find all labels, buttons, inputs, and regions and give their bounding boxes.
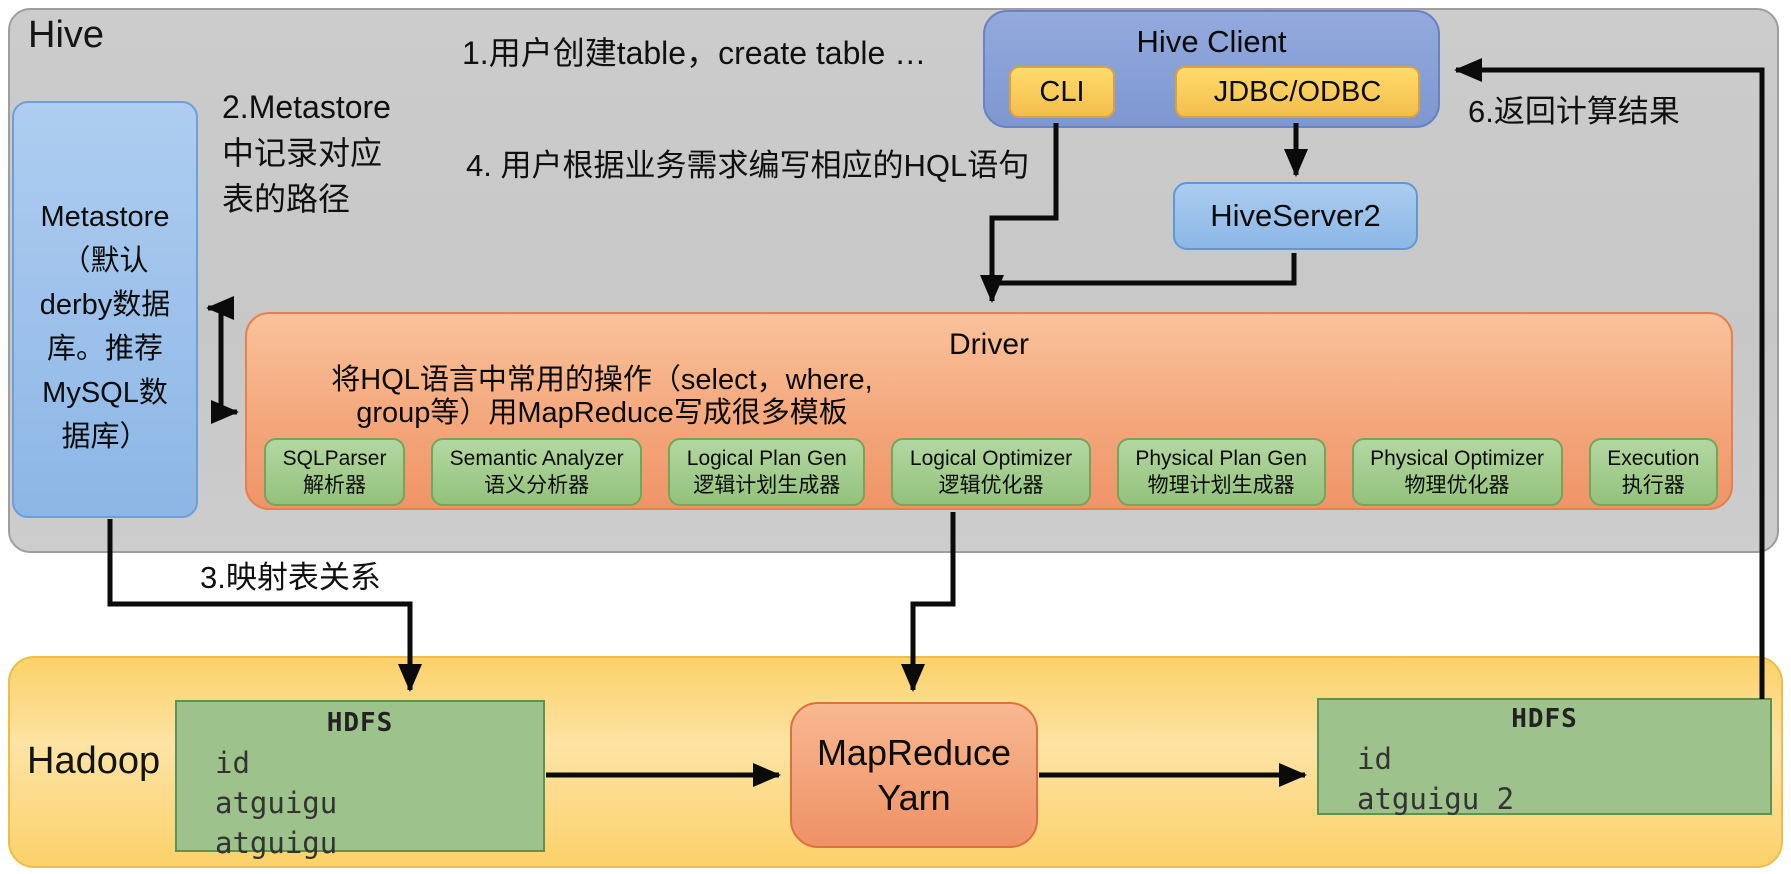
component-execution: Execution 执行器: [1588, 438, 1719, 506]
annotation-step3: 3.映射表关系: [200, 560, 381, 595]
component-en-label: Logical Optimizer: [909, 447, 1073, 470]
metastore-line: 据库）: [61, 420, 149, 453]
annotation-step2-line: 表的路径: [222, 181, 351, 217]
driver-components-row: SQLParser 解析器 Semantic Analyzer 语义分析器 Lo…: [264, 438, 1719, 506]
component-zh-label: 执行器: [1621, 474, 1685, 497]
component-semantic-analyzer: Semantic Analyzer 语义分析器: [431, 438, 643, 506]
driver-description-line1: 将HQL语言中常用的操作（select，where,: [331, 364, 873, 396]
driver-panel: Driver 将HQL语言中常用的操作（select，where, group等…: [245, 312, 1733, 510]
hdfs-right-box: HDFS id atguigu 2: [1317, 698, 1772, 816]
annotation-step2-line: 2.Metastore: [222, 89, 391, 125]
component-sqlparser: SQLParser 解析器: [264, 438, 406, 506]
hadoop-section-label: Hadoop: [27, 740, 161, 782]
component-zh-label: 解析器: [303, 474, 367, 497]
mapreduce-label: MapReduce: [816, 732, 1012, 773]
hive-section-label: Hive: [28, 14, 105, 56]
hive-client-box: Hive Client CLI JDBC/ODBC: [983, 10, 1440, 128]
yarn-label: Yarn: [877, 777, 951, 818]
component-en-label: Logical Plan Gen: [686, 447, 847, 470]
hdfs-row: atguigu: [215, 826, 338, 860]
hdfs-row: id: [215, 746, 250, 780]
metastore-line: derby数据: [39, 288, 171, 321]
driver-description: 将HQL语言中常用的操作（select，where, group等）用MapRe…: [252, 364, 952, 430]
hdfs-right-rows: id atguigu 2: [1357, 739, 1770, 819]
cli-box: CLI: [1009, 66, 1115, 118]
hiveserver2-box: HiveServer2: [1173, 182, 1418, 250]
driver-title: Driver: [949, 328, 1029, 361]
component-logical-plan-gen: Logical Plan Gen 逻辑计划生成器: [668, 438, 866, 506]
metastore-box: Metastore （默认 derby数据 库。推荐 MySQL数 据库）: [12, 101, 198, 518]
component-zh-label: 逻辑计划生成器: [693, 474, 841, 497]
component-en-label: Physical Optimizer: [1370, 447, 1544, 470]
driver-description-line2: group等）用MapReduce写成很多模板: [356, 397, 848, 429]
metastore-line: 库。推荐: [46, 332, 163, 365]
jdbc-odbc-box: JDBC/ODBC: [1175, 66, 1420, 118]
component-zh-label: 逻辑优化器: [938, 474, 1044, 497]
metastore-line: Metastore: [40, 200, 170, 233]
hdfs-row: atguigu: [215, 786, 338, 820]
metastore-line: MySQL数: [42, 376, 168, 409]
component-en-label: Semantic Analyzer: [449, 447, 624, 470]
component-logical-optimizer: Logical Optimizer 逻辑优化器: [891, 438, 1091, 506]
component-en-label: SQLParser: [282, 447, 387, 470]
annotation-step4: 4. 用户根据业务需求编写相应的HQL语句: [466, 148, 1030, 183]
annotation-step2: 2.Metastore 中记录对应 表的路径: [222, 84, 391, 222]
component-zh-label: 语义分析器: [484, 474, 590, 497]
component-en-label: Physical Plan Gen: [1135, 447, 1307, 470]
metastore-line: （默认: [61, 244, 149, 277]
component-en-label: Execution: [1607, 447, 1700, 470]
hdfs-right-title: HDFS: [1511, 704, 1578, 734]
hdfs-row: atguigu 2: [1357, 782, 1515, 816]
component-zh-label: 物理优化器: [1404, 474, 1510, 497]
component-zh-label: 物理计划生成器: [1147, 474, 1295, 497]
hdfs-left-rows: id atguigu atguigu: [215, 743, 543, 863]
hdfs-row: id: [1357, 742, 1392, 776]
component-physical-plan-gen: Physical Plan Gen 物理计划生成器: [1116, 438, 1326, 506]
hdfs-left-title: HDFS: [326, 708, 394, 738]
hdfs-left-box: HDFS id atguigu atguigu: [175, 700, 545, 860]
annotation-step1: 1.用户创建table，create table …: [462, 35, 927, 71]
mapreduce-yarn-box: MapReduce Yarn: [790, 702, 1038, 848]
annotation-step6: 6.返回计算结果: [1468, 94, 1680, 129]
hive-client-title: Hive Client: [1136, 24, 1287, 59]
annotation-step2-line: 中记录对应: [222, 135, 383, 171]
component-physical-optimizer: Physical Optimizer 物理优化器: [1351, 438, 1563, 506]
